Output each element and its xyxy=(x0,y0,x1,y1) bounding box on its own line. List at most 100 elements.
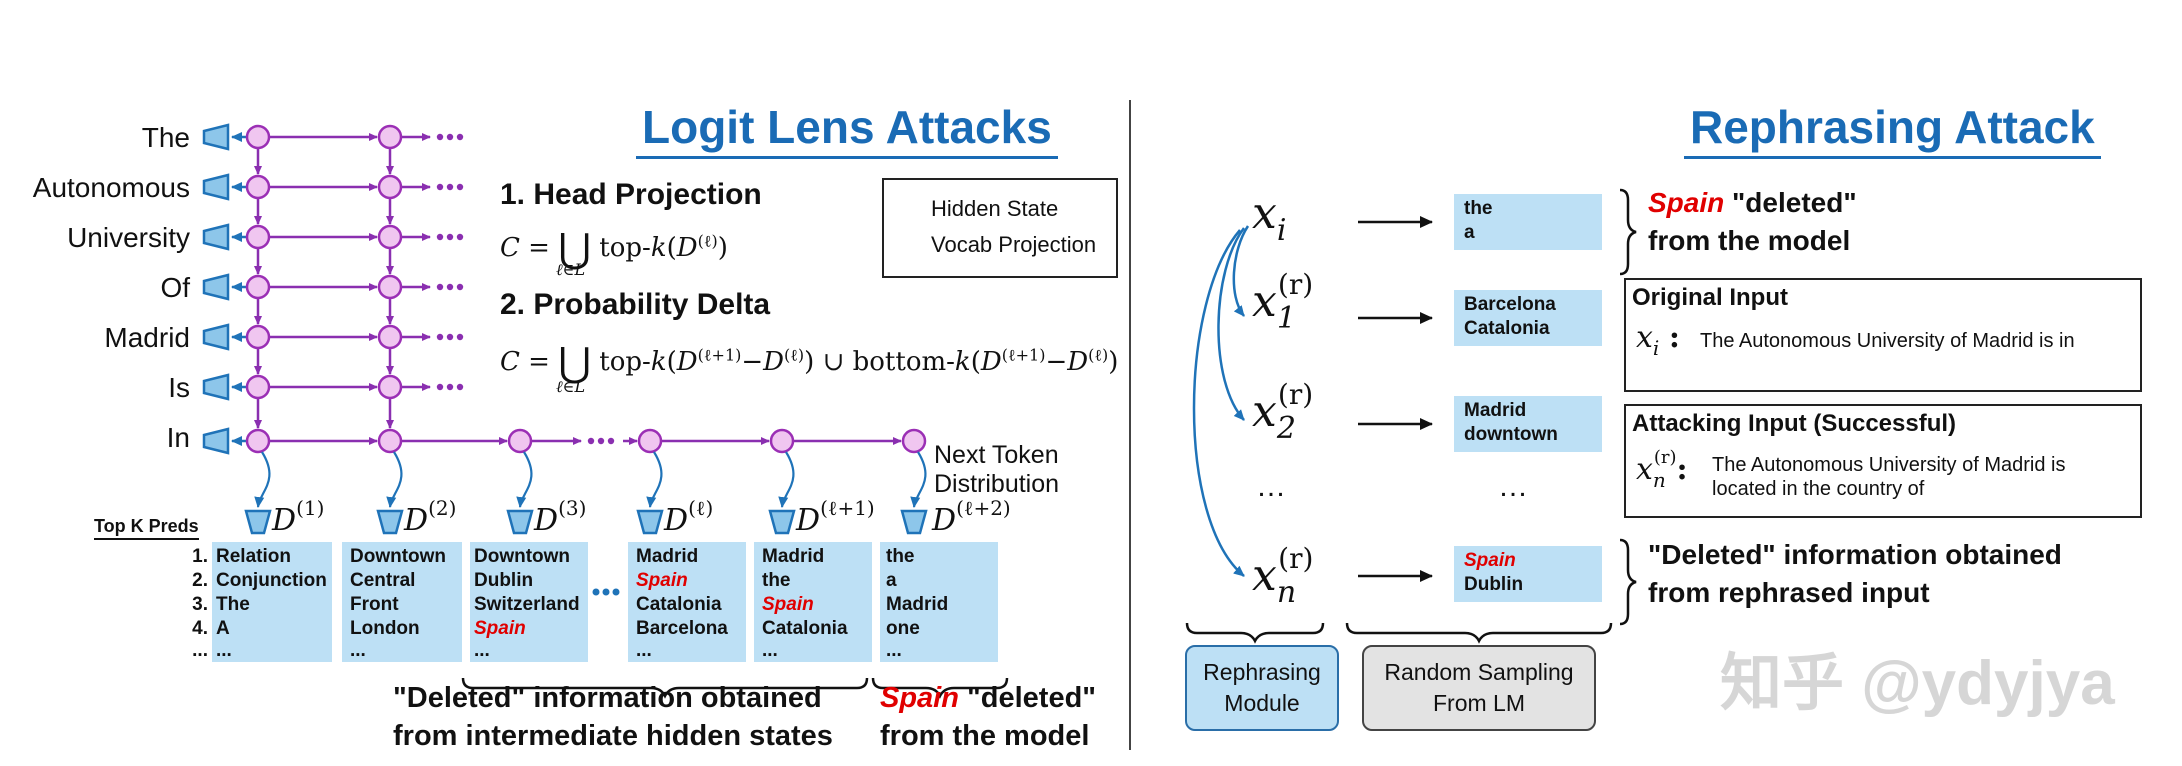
pred-item: ... xyxy=(216,640,232,661)
original-input-symbol: xi xyxy=(1252,188,1287,248)
hidden-state-node xyxy=(637,428,663,454)
pred-item: Switzerland xyxy=(474,594,580,615)
continuation-dot xyxy=(587,437,595,445)
pred-item: one xyxy=(886,618,920,639)
logit-lens-title: Logit Lens Attacks xyxy=(636,100,1058,159)
rephrase-arrow xyxy=(1232,225,1250,317)
caption-deleted: from the model xyxy=(880,720,1090,752)
distribution-label: D(3) xyxy=(534,496,587,538)
head-projection-subscript: ℓ∈L xyxy=(556,260,586,279)
pred-item: Central xyxy=(350,570,416,591)
sample-box xyxy=(1454,194,1602,250)
right-arrows xyxy=(1192,216,1433,582)
vocab-projection-icon xyxy=(202,223,230,251)
deleted-from-model-text: Spain "deleted" xyxy=(1648,187,1857,218)
continuation-dot xyxy=(456,383,464,391)
caption-intermediate: from intermediate hidden states xyxy=(393,720,833,752)
pred-item: ... xyxy=(636,640,652,661)
continuation-dot xyxy=(446,383,454,391)
pred-item: London xyxy=(350,618,420,639)
pred-item-highlight: Spain xyxy=(636,570,688,591)
continuation-dot xyxy=(436,383,444,391)
preds-ellipsis-dots xyxy=(592,588,620,596)
rephrasing-module: Rephrasing Module xyxy=(1185,645,1339,731)
original-input-text: The Autonomous University of Madrid is i… xyxy=(1700,330,2075,352)
rephrasing-brace xyxy=(1185,622,1325,644)
hidden-state-node xyxy=(377,124,403,150)
token-label: Madrid xyxy=(104,322,190,353)
sampling-brace xyxy=(1345,622,1613,644)
sample-item-highlight: Spain xyxy=(1464,550,1516,571)
rephrase-arrow xyxy=(1217,227,1245,421)
next-token-label: Distribution xyxy=(934,470,1060,498)
token-label: Is xyxy=(168,372,190,403)
projection-arrow xyxy=(778,451,795,508)
token-label: In xyxy=(166,422,190,453)
vocab-projection-icon xyxy=(202,273,230,301)
attacking-input-title: Attacking Input (Successful) xyxy=(1632,410,1957,437)
next-token-label: Next Token xyxy=(934,441,1059,469)
rank-label: 1. xyxy=(192,546,208,567)
legend xyxy=(882,178,1118,278)
sample-item: Madrid xyxy=(1464,400,1527,421)
continuation-dot xyxy=(436,233,444,241)
pred-box xyxy=(342,542,462,662)
attacking-input-box xyxy=(1624,404,2142,518)
probability-delta-formula: C = ⋃ top-k(D(ℓ+1)−D(ℓ)) ∪ bottom-k(D(ℓ+… xyxy=(500,340,1119,386)
token-label: Of xyxy=(160,272,190,303)
ellipsis-left: … xyxy=(1256,470,1286,503)
sample-item: Catalonia xyxy=(1464,318,1550,339)
token-label: University xyxy=(67,222,190,253)
pred-item: Catalonia xyxy=(762,618,848,639)
pred-box xyxy=(212,542,332,662)
vocab-projection-icon xyxy=(244,509,272,535)
pred-item: Barcelona xyxy=(636,618,728,639)
hidden-state-node xyxy=(377,428,403,454)
original-input-title: Original Input xyxy=(1632,284,1788,311)
pred-item: ... xyxy=(886,640,902,661)
hidden-state-node xyxy=(377,374,403,400)
continuation-dot xyxy=(446,283,454,291)
rephrased-input-symbol: x1(r) xyxy=(1252,268,1314,336)
hidden-state-node xyxy=(245,274,271,300)
legend-vocab-projection-label: Vocab Projection xyxy=(931,232,1097,257)
hidden-state-node xyxy=(377,274,403,300)
pred-box xyxy=(470,542,588,662)
ellipsis-right: … xyxy=(1498,470,1528,503)
projection-arrow xyxy=(516,451,533,508)
continuation-dot xyxy=(607,437,615,445)
continuation-dot xyxy=(456,183,464,191)
continuation-dot xyxy=(436,133,444,141)
vocab-projection-icon xyxy=(376,509,404,535)
pred-item: Downtown xyxy=(474,546,571,567)
pred-item: Catalonia xyxy=(636,594,722,615)
continuation-dot xyxy=(446,133,454,141)
continuation-dot xyxy=(456,283,464,291)
projection-arrow xyxy=(386,451,403,508)
rank-label: 2. xyxy=(192,570,208,591)
pred-item: ... xyxy=(762,640,778,661)
top-right-brace xyxy=(1619,188,1637,276)
pred-item: Relation xyxy=(216,546,291,567)
probability-delta-title: 2. Probability Delta xyxy=(500,288,771,321)
pred-item: ... xyxy=(474,640,490,661)
token-label: Autonomous xyxy=(32,172,190,203)
rephrasing-attack-title: Rephrasing Attack xyxy=(1684,100,2101,159)
token-label: The xyxy=(141,122,190,153)
hidden-state-node xyxy=(901,428,927,454)
pred-item: The xyxy=(216,594,250,615)
hidden-state-network xyxy=(202,123,928,535)
pred-box xyxy=(754,542,872,662)
deleted-from-rephrased-text: from rephrased input xyxy=(1648,577,1930,608)
hidden-state-node xyxy=(769,428,795,454)
distribution-label: D(ℓ) xyxy=(664,496,714,538)
bottom-right-brace xyxy=(1619,538,1637,626)
continuation-dot xyxy=(446,333,454,341)
hidden-state-node xyxy=(245,224,271,250)
vocab-projection-icon xyxy=(202,373,230,401)
vocab-projection-icon xyxy=(768,509,796,535)
continuation-dot xyxy=(436,183,444,191)
hidden-state-node xyxy=(245,374,271,400)
pred-item: Front xyxy=(350,594,399,615)
